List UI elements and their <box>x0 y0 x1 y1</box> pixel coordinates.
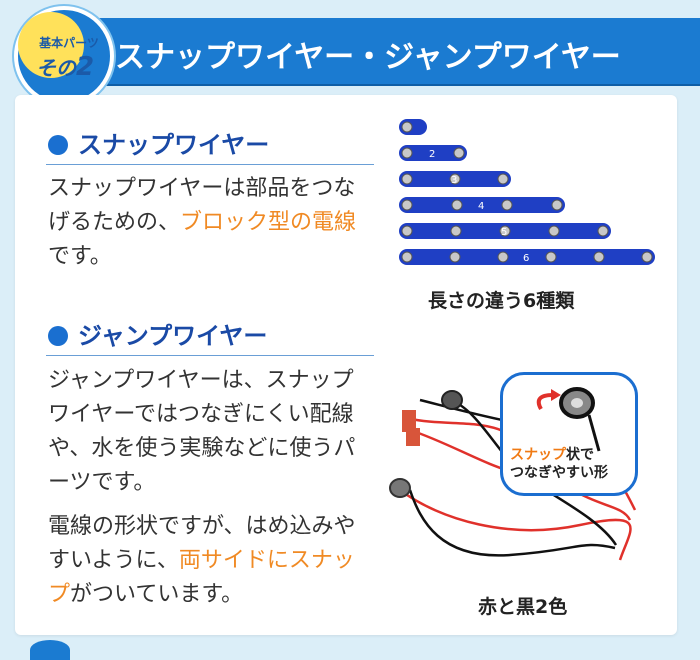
snap-stud <box>401 121 413 133</box>
text-highlight: 両サイドにスナップ <box>48 548 355 607</box>
snap-stud <box>499 225 511 237</box>
snap-stud <box>401 251 413 263</box>
snap-connector <box>389 478 411 498</box>
text-part: 電線の形状ですが、はめ込みやすいように、 <box>48 514 356 573</box>
snap-stud <box>497 251 509 263</box>
jump-wires-caption: 赤と黒2色 <box>478 596 568 618</box>
snap-stud <box>449 173 461 185</box>
part-badge-inner <box>18 12 84 78</box>
snap-stud <box>401 147 413 159</box>
snap-stud <box>593 251 605 263</box>
section-text-jump-wire-2: 電線の形状ですが、はめ込みやすいように、両サイドにスナップがついています。 <box>48 510 368 612</box>
callout-text-part: 状で <box>566 447 594 463</box>
badge-label: 基本パーツ <box>39 36 99 50</box>
page-title: スナップワイヤー・ジャンプワイヤー <box>115 40 621 75</box>
snap-stud <box>449 251 461 263</box>
snap-stud <box>497 173 509 185</box>
snap-wires-caption: 長さの違う6種類 <box>428 290 575 312</box>
callout-bubble <box>500 372 638 496</box>
next-section-badge <box>30 640 70 660</box>
badge-prefix: その <box>35 56 76 80</box>
snap-wire <box>399 145 467 161</box>
snap-stud <box>450 225 462 237</box>
snap-stud <box>597 225 609 237</box>
text-highlight: ブロック型の電線 <box>180 210 357 235</box>
snap-stud <box>453 147 465 159</box>
text-part: です。 <box>48 244 112 269</box>
text-part: がついています。 <box>70 582 244 607</box>
snap-stud <box>548 225 560 237</box>
red-connector <box>406 428 420 446</box>
snap-wire <box>399 249 655 265</box>
red-connector <box>402 410 416 432</box>
snap-wire <box>399 197 565 213</box>
snap-stud <box>501 199 513 211</box>
snap-connector <box>441 390 463 410</box>
badge-number: その2 <box>20 52 110 82</box>
section-heading-label: スナップワイヤー <box>78 131 270 159</box>
wire-number: 3 <box>451 175 457 186</box>
badge-digit: 2 <box>75 52 95 82</box>
wire-number: 5 <box>501 227 507 238</box>
snap-stud <box>551 199 563 211</box>
wire-number: 6 <box>523 253 529 264</box>
snap-stud <box>545 251 557 263</box>
snap-stud <box>401 225 413 237</box>
snap-stud <box>401 173 413 185</box>
callout-text-part: つなぎやすい形 <box>510 465 608 481</box>
section-heading-jump-wire: ジャンプワイヤー <box>48 316 267 351</box>
section-heading-snap-wire: スナップワイヤー <box>48 125 269 160</box>
callout-text: スナップ状でつなぎやすい形 <box>510 446 635 482</box>
section-text-snap-wire: スナップワイヤーは部品をつなげるための、ブロック型の電線です。 <box>48 172 368 274</box>
snap-stud <box>401 199 413 211</box>
bullet-icon <box>48 135 68 155</box>
section-divider <box>46 164 374 165</box>
snap-closeup-icon <box>536 387 601 452</box>
snap-stud <box>451 199 463 211</box>
wire-number: 4 <box>478 201 484 212</box>
wire-number: 2 <box>429 149 435 160</box>
bullet-icon <box>48 326 68 346</box>
callout-highlight: スナップ <box>510 447 566 463</box>
snap-wires-image: 2 3 4 5 6 <box>399 119 655 265</box>
text-part: スナップワイヤーは部品をつなげるための、 <box>48 176 356 235</box>
section-divider <box>46 355 374 356</box>
content-card <box>15 95 677 635</box>
header-ribbon <box>40 18 700 84</box>
section-heading-label: ジャンプワイヤー <box>78 322 268 350</box>
snap-stud <box>641 251 653 263</box>
section-text-jump-wire-1: ジャンプワイヤーは、スナップワイヤーではつなぎにくい配線や、水を使う実験などに使… <box>48 368 356 495</box>
